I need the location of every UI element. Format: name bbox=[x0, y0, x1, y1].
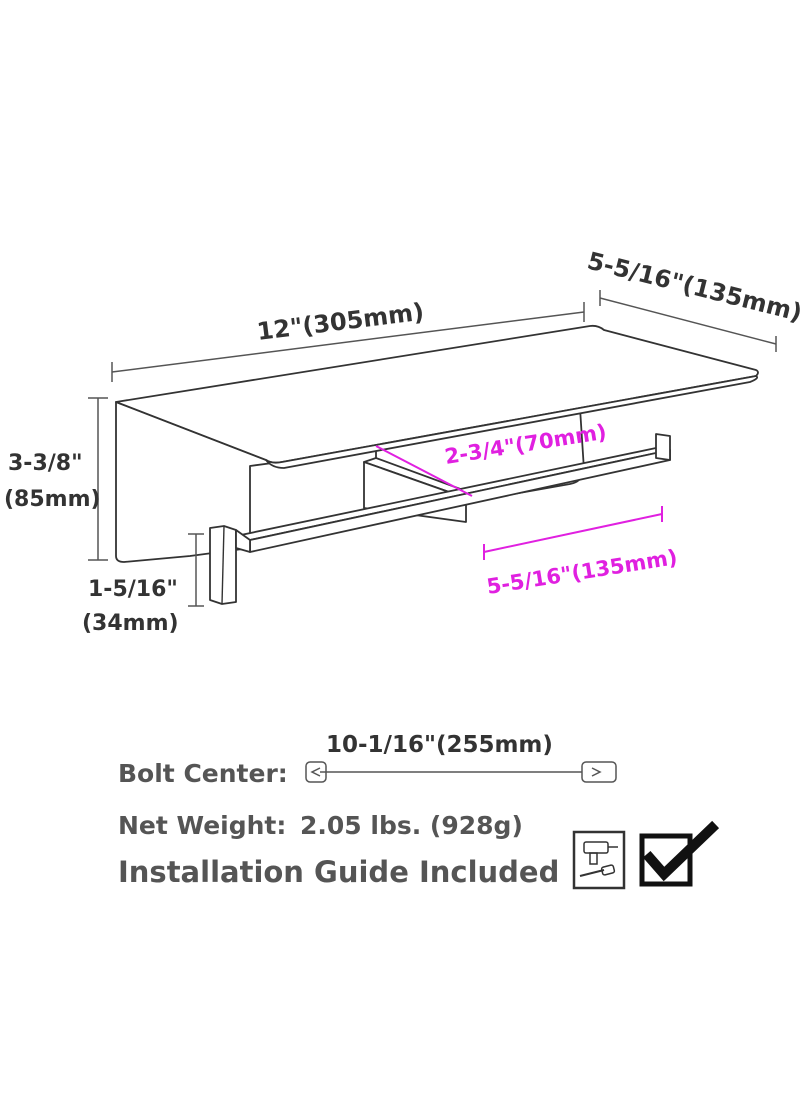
bar-length-dimension-line bbox=[483, 513, 663, 553]
length-dimension-line bbox=[111, 311, 585, 373]
bar-height-inch-label: 1-5/16" bbox=[88, 577, 178, 602]
left-arm-connector bbox=[235, 529, 251, 553]
bar-height-mm-label: (34mm) bbox=[82, 611, 179, 636]
height-inch-label: 3-3/8" bbox=[8, 451, 83, 476]
height-mm-label: (85mm) bbox=[4, 487, 101, 512]
dimension-lines bbox=[88, 290, 777, 607]
bolt-center-label: Bolt Center: bbox=[118, 759, 288, 788]
right-end-post bbox=[655, 433, 671, 461]
installation-guide-label: Installation Guide Included bbox=[118, 855, 559, 889]
bolt-center-indicator bbox=[305, 761, 617, 783]
bolt-center-value: 10-1/16"(255mm) bbox=[326, 732, 553, 758]
depth-label: 5-5/16"(135mm) bbox=[585, 247, 800, 327]
depth-dimension-line bbox=[599, 297, 777, 345]
toilet-paper-holder-drawing bbox=[115, 324, 759, 605]
overall-length-label: 12"(305mm) bbox=[255, 298, 425, 346]
net-weight-value: 2.05 lbs. (928g) bbox=[300, 811, 523, 840]
shelf-front-lip bbox=[265, 375, 759, 469]
checkbox-checked-icon bbox=[639, 820, 720, 887]
drill-screwdriver-icon bbox=[572, 830, 626, 890]
back-plate bbox=[115, 401, 281, 563]
roll-gap-dimension-line[interactable] bbox=[375, 445, 473, 497]
left-bar-post-face bbox=[221, 525, 225, 605]
net-weight-label: Net Weight: bbox=[118, 811, 286, 840]
bar-length-label: 5-5/16"(135mm) bbox=[485, 545, 679, 599]
shelf-left-edge bbox=[115, 401, 267, 461]
